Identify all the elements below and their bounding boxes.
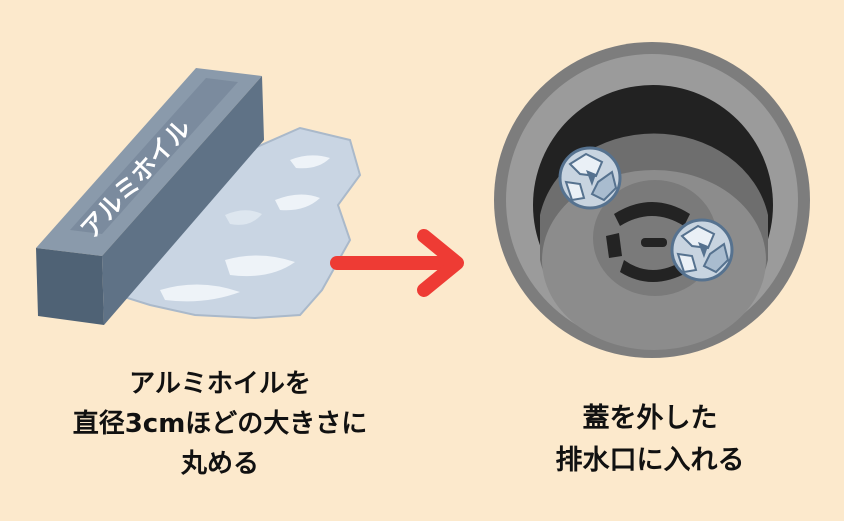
step-left-line: 直径3cmほどの大きさに: [72, 409, 368, 439]
foil-box-label-band: [70, 78, 238, 234]
foil-highlight: [290, 155, 330, 169]
arrow-right-icon: [330, 229, 464, 297]
step-right-line: 蓋を外した: [582, 403, 718, 434]
step-right-line: 排水口に入れる: [555, 445, 745, 476]
step-left-line: アルミホイルを: [129, 369, 311, 399]
aluminum-foil-roll-icon: アルミホイル: [36, 68, 362, 325]
sink-drain-icon: [494, 42, 810, 358]
foil-ball-icon: [670, 218, 734, 282]
foil-box-end: [36, 248, 104, 325]
step-left-caption: アルミホイルを 直径3cmほどの大きさに 丸める: [20, 364, 420, 484]
foil-highlight: [225, 210, 262, 225]
foil-highlight: [225, 255, 295, 277]
foil-highlight: [160, 284, 240, 302]
step-left-line: 丸める: [180, 449, 259, 479]
foil-ball-icon: [558, 146, 622, 210]
foil-highlight: [275, 194, 320, 211]
step-right-caption: 蓋を外した 排水口に入れる: [460, 398, 840, 482]
foil-box-side: [102, 76, 264, 325]
